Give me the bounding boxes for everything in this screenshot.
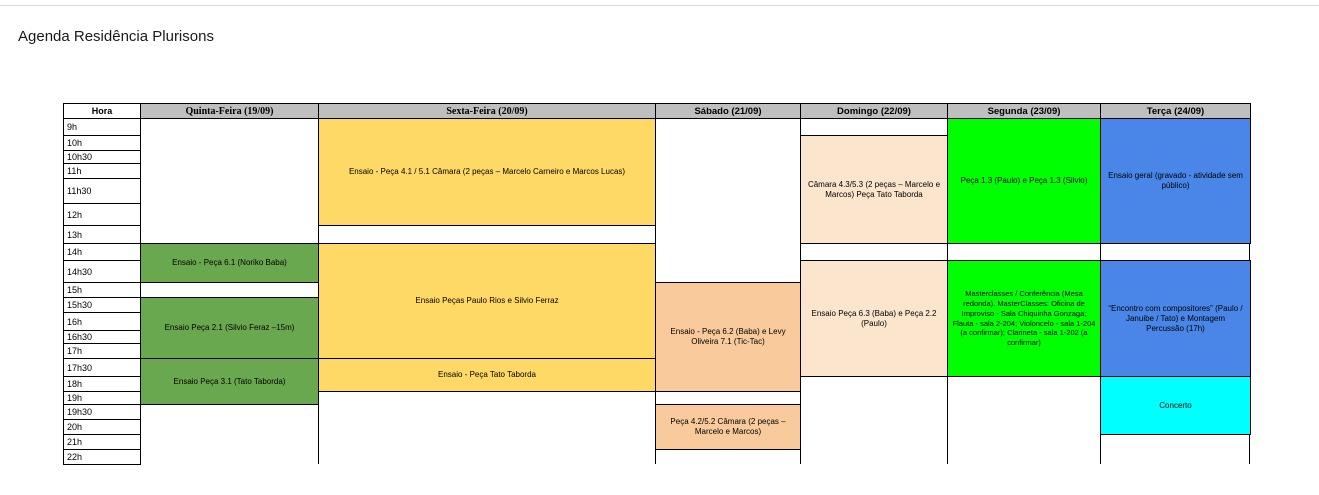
page-title: Agenda Residência Plurisons	[18, 28, 214, 45]
event-block: Ensaio - Peça 4.1 / 5.1 Câmara (2 peças …	[318, 118, 656, 226]
top-divider-line	[0, 5, 1319, 6]
day-header-cell: Segunda (23/09)	[947, 103, 1101, 119]
time-cell: 22h	[63, 449, 141, 465]
event-block: Peça 1.3 (Paulo) e Peça 1.3 (Silvio)	[947, 118, 1101, 244]
time-cell: 10h30	[63, 150, 141, 164]
event-block: Ensaio Peça 3.1 (Tato Taborda)	[140, 358, 319, 405]
event-block: Ensaio geral (gravado - atividade sem pú…	[1100, 118, 1251, 244]
time-cell: 18h	[63, 376, 141, 392]
time-cell: 17h30	[63, 358, 141, 377]
time-cell: 21h	[63, 434, 141, 450]
event-block: Concerto	[1100, 376, 1251, 435]
event-block: Peça 4.2/5.2 Câmara (2 peças – Marcelo e…	[655, 404, 801, 450]
time-cell: 20h	[63, 419, 141, 435]
time-cell: 13h	[63, 225, 141, 244]
time-cell: 11h30	[63, 178, 141, 204]
time-cell: 12h	[63, 203, 141, 226]
time-cell: 14h30	[63, 260, 141, 283]
day-header-cell: Terça (24/09)	[1100, 103, 1251, 119]
time-cell: 15h30	[63, 297, 141, 313]
time-cell: 19h30	[63, 404, 141, 420]
time-cell: 17h	[63, 343, 141, 359]
time-cell: 14h	[63, 243, 141, 261]
day-header-cell: Quinta-Feira (19/09)	[140, 103, 319, 119]
day-header-cell: Domingo (22/09)	[800, 103, 948, 119]
event-block: Câmara 4.3/5.3 (2 peças – Marcelo e Marc…	[800, 135, 948, 244]
event-block: Ensaio - Peça Tato Taborda	[318, 358, 656, 392]
time-cell: 19h	[63, 391, 141, 405]
time-cell: 10h	[63, 135, 141, 151]
event-block: Ensaio - Peça 6.2 (Baba) e Levy Oliveira…	[655, 282, 801, 392]
event-block: Ensaio Peças Paulo Rios e Silvio Ferraz	[318, 243, 656, 359]
event-block: Ensaio Peça 6.3 (Baba) e Peça 2.2 (Paulo…	[800, 260, 948, 377]
day-header-cell: Sábado (21/09)	[655, 103, 801, 119]
event-block: “Encontro com compositores” (Paulo / Jan…	[1100, 260, 1251, 377]
day-header-cell: Sexta-Feira (20/09)	[318, 103, 656, 119]
time-cell: 9h	[63, 118, 141, 136]
event-block: Masterclasses / Conferência (Mesa redond…	[947, 260, 1101, 377]
hora-header-cell: Hora	[63, 103, 141, 119]
time-cell: 16h	[63, 312, 141, 331]
time-cell: 16h30	[63, 330, 141, 344]
event-block: Ensaio Peça 2.1 (Silvio Feraz –15m)	[140, 297, 319, 359]
time-cell: 11h	[63, 163, 141, 179]
time-cell: 15h	[63, 282, 141, 298]
event-block: Ensaio - Peça 6.1 (Noriko Baba)	[140, 243, 319, 283]
